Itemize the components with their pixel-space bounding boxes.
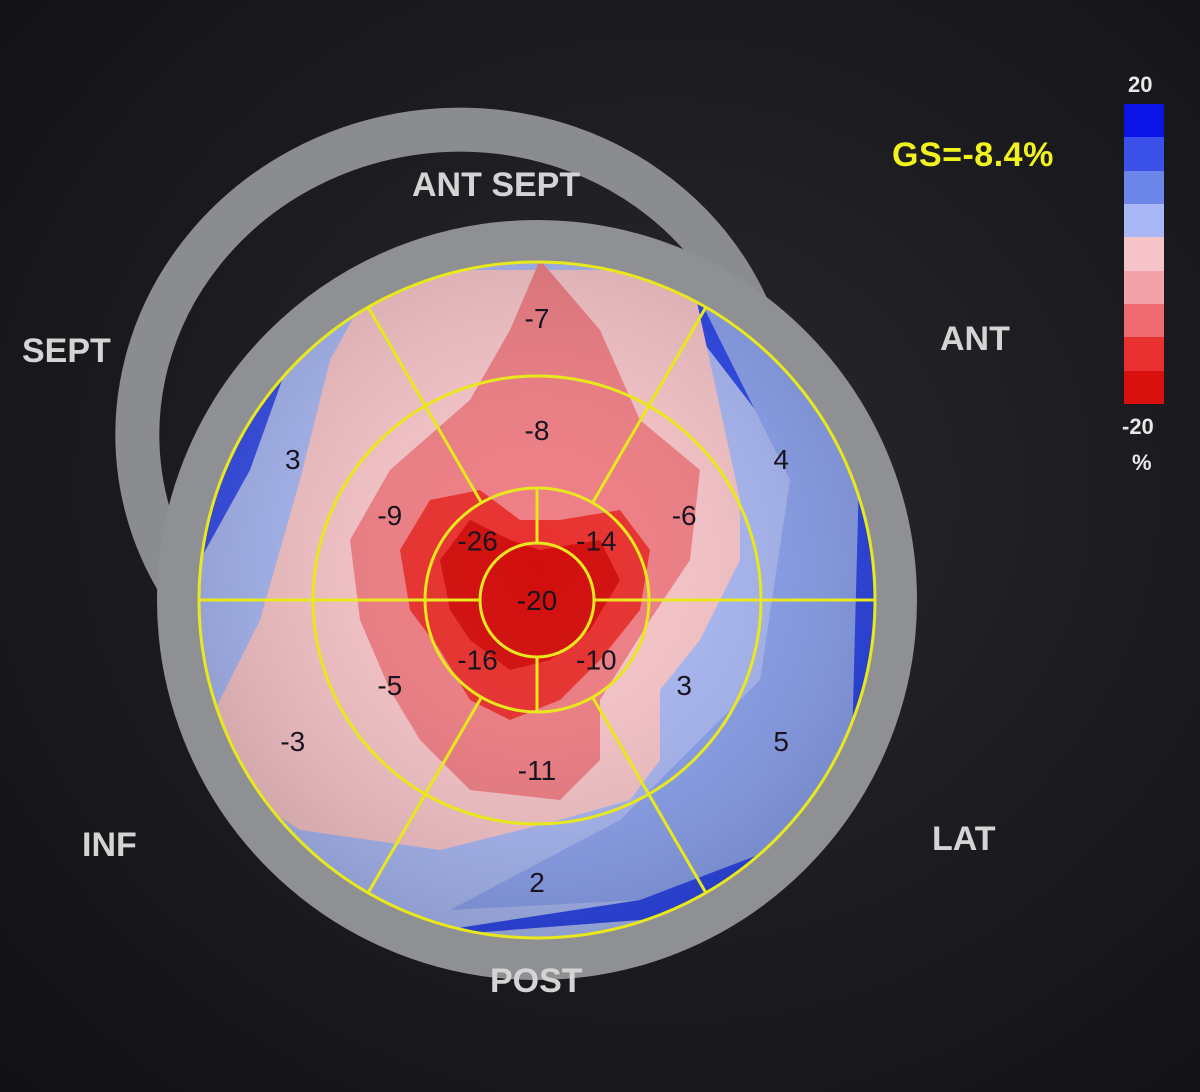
- segment-value-apex-apex: -20: [517, 585, 557, 616]
- strain-map: [199, 262, 875, 938]
- divider-lower-left: [366, 697, 483, 894]
- wall-label-inf: INF: [82, 826, 137, 864]
- segment-value-basal-ant: 4: [773, 444, 789, 475]
- segment-value-basal-post: 2: [529, 867, 545, 898]
- color-bar-step: [1124, 104, 1164, 138]
- segment-value-basal-lat: 5: [773, 726, 789, 757]
- strain-color-bar: [1124, 104, 1164, 404]
- legend-max-label: 20: [1128, 72, 1153, 97]
- segment-value-mid-inf: -5: [377, 670, 402, 701]
- segment-value-apical-lat: -10: [576, 644, 616, 675]
- segment-value-mid-post: -11: [518, 755, 556, 786]
- segment-value-basal-ant-sept: -7: [525, 303, 550, 334]
- legend-min-label: -20: [1122, 414, 1154, 439]
- color-bar-step: [1124, 337, 1164, 371]
- segment-value-labels: -7 4 5 2 -3 3 -8 -6 3 -11 -5 -9 -14 -10 -16 -26 -20: [280, 303, 789, 898]
- segment-value-mid-ant-sept: -8: [525, 415, 550, 446]
- color-bar-step: [1124, 237, 1164, 271]
- segment-value-apical-ant: -14: [576, 526, 616, 557]
- segment-value-apical-sept: -26: [457, 526, 497, 557]
- wall-label-lat: LAT: [932, 820, 996, 858]
- color-bar-step: [1124, 370, 1164, 404]
- color-bar-step: [1124, 270, 1164, 304]
- segment-value-basal-inf: -3: [280, 726, 305, 757]
- color-bar-step: [1124, 203, 1164, 238]
- divider-lower-right: [591, 697, 708, 894]
- divider-upper-left: [366, 306, 483, 503]
- wall-label-ant-sept: ANT SEPT: [412, 166, 581, 204]
- segment-value-basal-sept: 3: [285, 444, 301, 475]
- color-bar-step: [1124, 137, 1164, 171]
- segment-value-mid-lat: 3: [676, 670, 692, 701]
- color-bar-step: [1124, 303, 1164, 338]
- segment-value-apical-inf: -16: [457, 644, 497, 675]
- segment-grid: [197, 260, 877, 940]
- inner-bezel-ring: [157, 220, 917, 980]
- global-strain-readout: GS=-8.4%: [892, 136, 1054, 174]
- divider-upper-right: [591, 306, 708, 503]
- wall-label-ant: ANT: [940, 320, 1010, 358]
- wall-label-post: POST: [490, 962, 583, 1000]
- color-bar-step: [1124, 170, 1164, 204]
- segment-value-mid-ant: -6: [672, 500, 697, 531]
- segment-value-mid-sept: -9: [377, 500, 402, 531]
- legend-unit-label: %: [1132, 450, 1152, 475]
- wall-label-sept: SEPT: [22, 332, 111, 370]
